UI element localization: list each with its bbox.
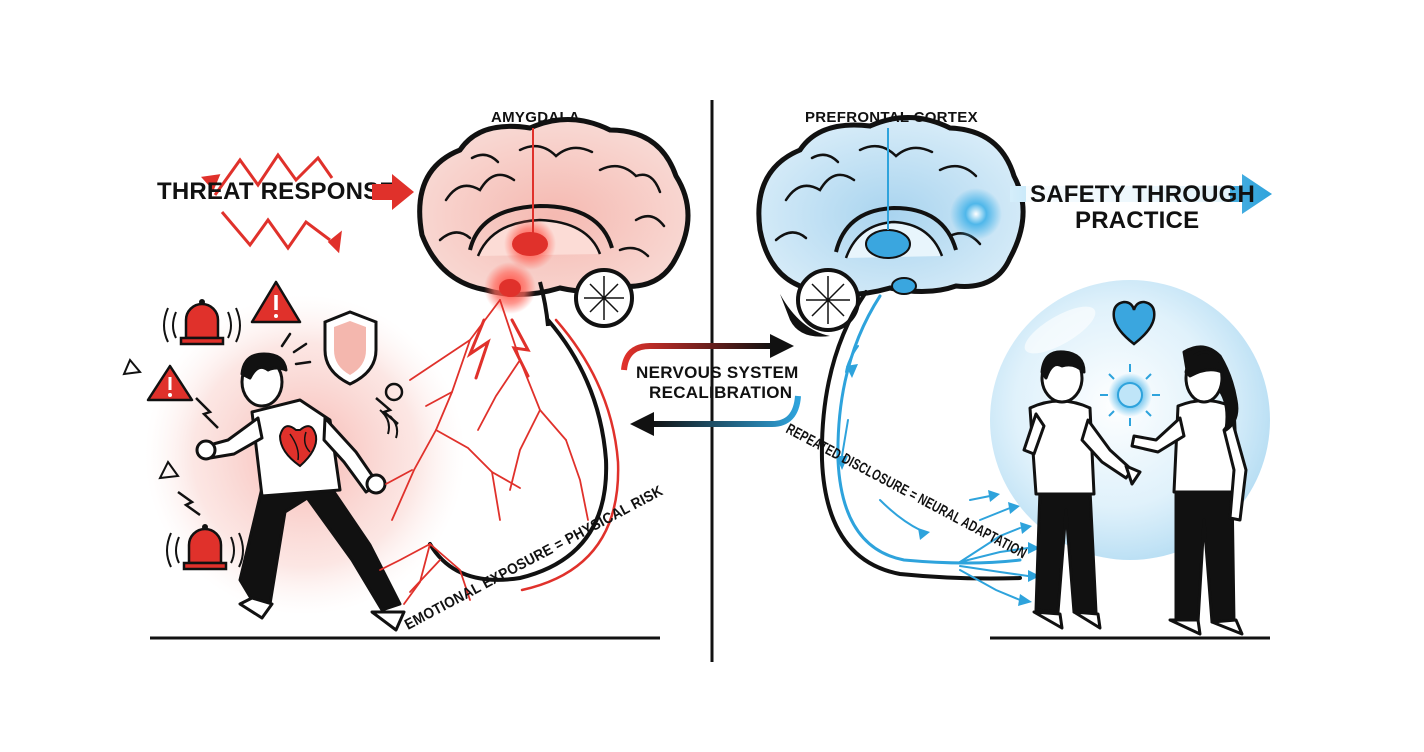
small-circle xyxy=(384,382,404,402)
prefrontal-cortex-label: PREFRONTAL CORTEX xyxy=(805,109,978,126)
amygdala-label: AMYGDALA xyxy=(491,109,580,126)
bolt-icon xyxy=(177,490,201,517)
warning-triangle-icon xyxy=(146,364,194,402)
anatomical-heart-icon xyxy=(278,425,318,468)
threat-nerve-pathway xyxy=(379,299,620,605)
glow-orb-icon xyxy=(1100,364,1160,426)
recalibration-arrow-top xyxy=(621,343,772,371)
threat-response-label: THREAT RESPONSE xyxy=(157,178,396,205)
warning-triangle-icon xyxy=(250,280,302,324)
center-label-line2: RECALIBRATION xyxy=(649,383,792,402)
alarm-bell-icon xyxy=(166,524,244,571)
threat-arrow-icon xyxy=(372,174,414,210)
safety-nerve-pathway xyxy=(819,290,1040,606)
motion-lines-icon xyxy=(379,409,399,439)
threat-zigzag-icon xyxy=(201,152,342,254)
recalibration-arrow-bottom xyxy=(652,395,801,427)
safety-label-line1: SAFETY THROUGH xyxy=(1030,181,1255,208)
recalibration-arrow-top-head xyxy=(770,334,794,358)
shield-icon xyxy=(323,310,378,386)
stress-lines-icon xyxy=(280,332,312,366)
heart-icon xyxy=(1112,300,1156,346)
small-triangle-icon xyxy=(158,460,180,480)
bolt-icon xyxy=(195,397,219,429)
alarm-bell-icon xyxy=(163,299,241,346)
woman-figure xyxy=(1130,345,1248,636)
center-label-line1: NERVOUS SYSTEM xyxy=(636,363,799,382)
safety-label-line2: PRACTICE xyxy=(1075,207,1199,234)
man-figure xyxy=(1022,350,1142,630)
stressed-person-figure xyxy=(195,352,406,632)
amygdala-brain xyxy=(417,117,691,328)
recalibration-arrow-bottom-head xyxy=(630,412,654,436)
small-triangle-icon xyxy=(122,358,142,376)
prefrontal-brain xyxy=(756,115,1026,337)
